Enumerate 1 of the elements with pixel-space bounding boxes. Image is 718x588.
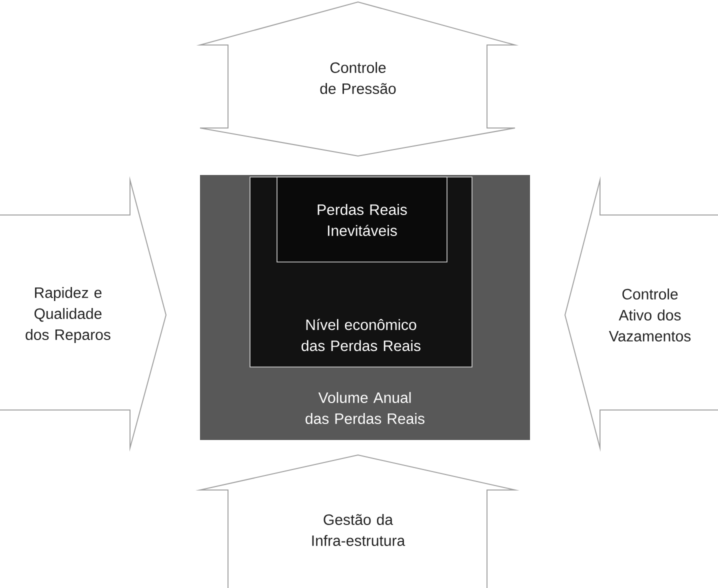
box: Perdas Reais Inevitáveis	[276, 176, 448, 262]
